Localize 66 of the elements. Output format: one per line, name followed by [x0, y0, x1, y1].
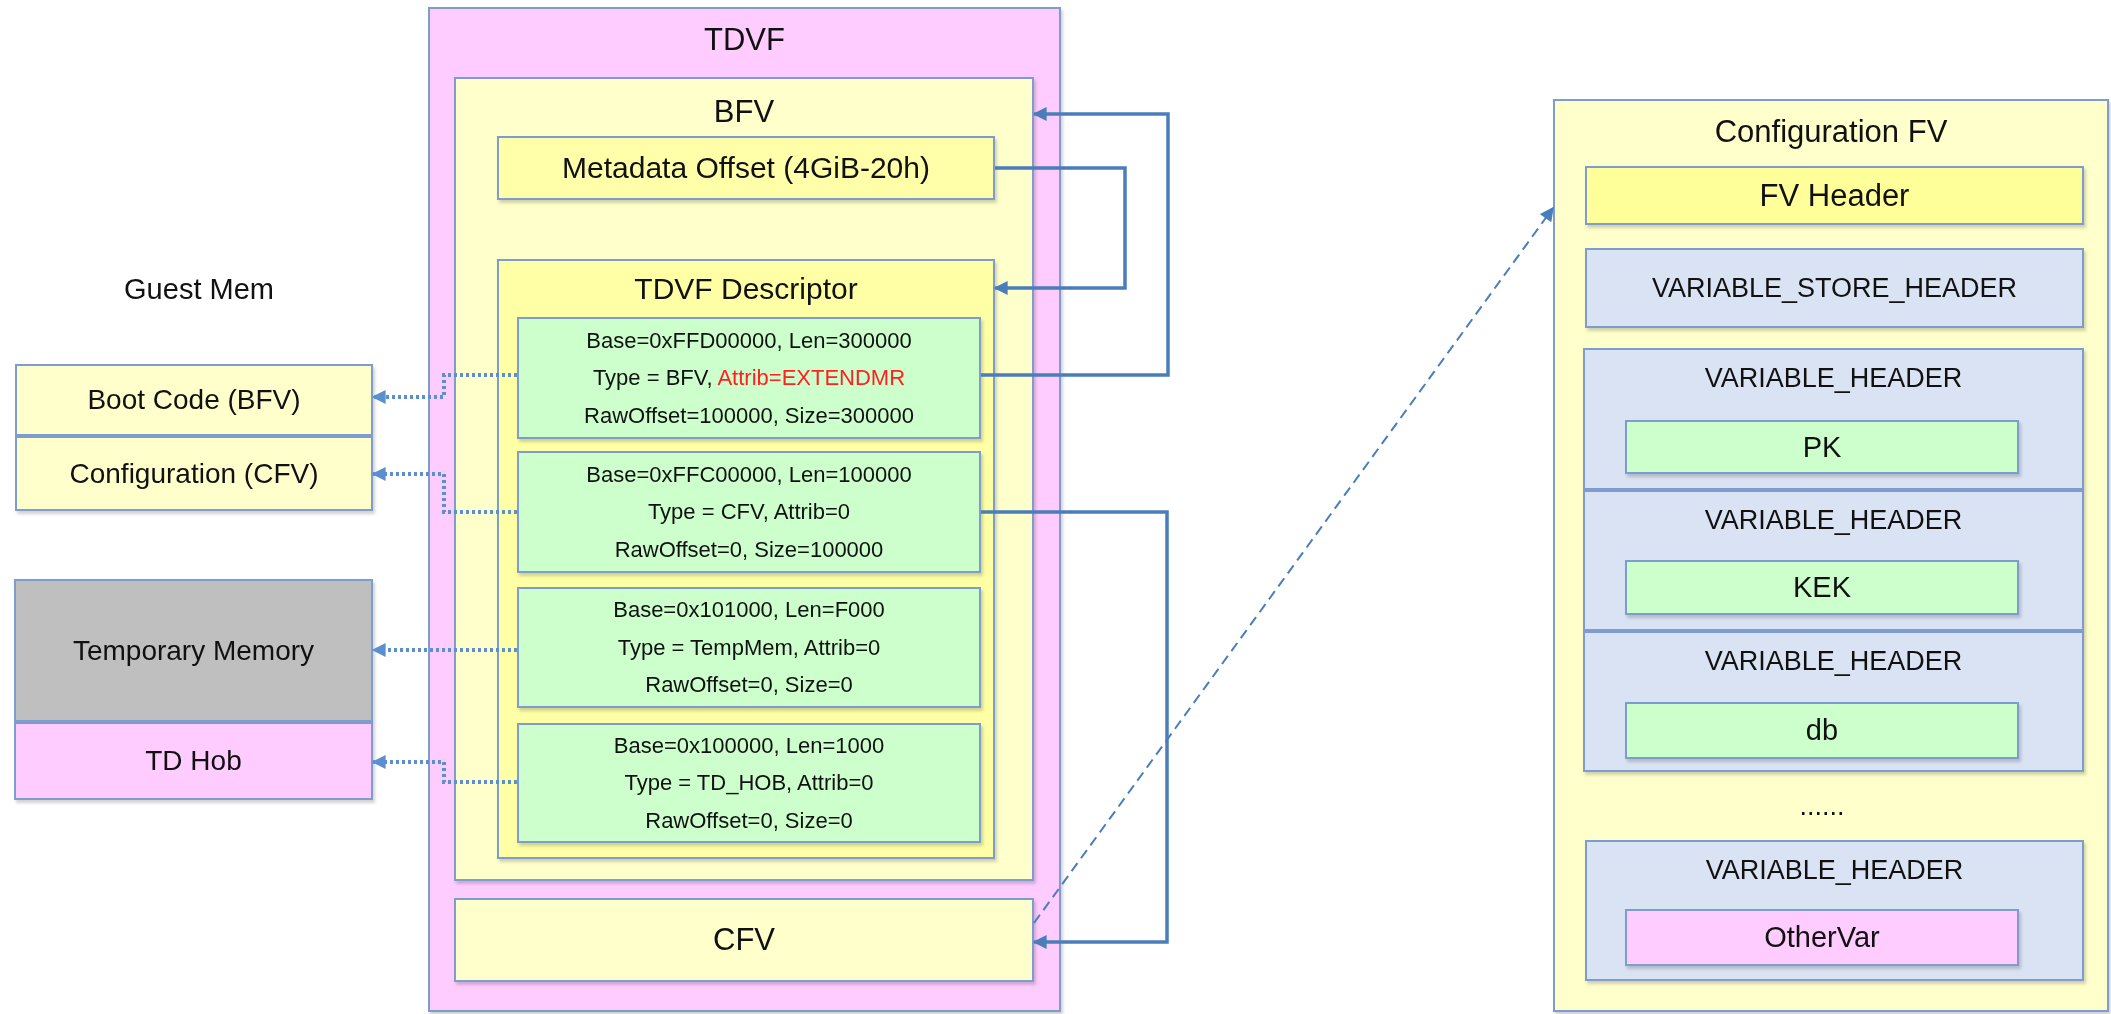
header-box	[1585, 166, 2084, 225]
entry-text: RawOffset=0, Size=0	[645, 671, 853, 700]
box-label: Metadata Offset (4GiB-20h)	[562, 150, 930, 186]
entry-text: Type = CFV, Attrib=0	[647, 498, 851, 527]
variable-box	[1583, 490, 2084, 631]
box-label: FV Header	[1759, 176, 1910, 215]
dashed-arrow	[371, 467, 517, 514]
box-label: Configuration FV	[1714, 113, 1948, 151]
variable-name-box	[1625, 702, 2019, 759]
box-label: Boot Code (BFV)	[87, 383, 301, 417]
ellipsis: ......	[1799, 790, 1845, 822]
entry-text: Type = TempMem, Attrib=0	[617, 633, 881, 662]
arrow	[981, 510, 1169, 949]
container-box	[428, 7, 1061, 1012]
entry-box	[517, 451, 981, 573]
entry-box	[517, 723, 981, 843]
box-label: TDVF Descriptor	[634, 271, 858, 307]
box-label: BFV	[713, 93, 775, 131]
box-label: VARIABLE_HEADER	[1705, 854, 1964, 887]
arrow	[993, 166, 1127, 295]
dashed-arrow	[1033, 206, 1554, 924]
variable-name-box	[1625, 420, 2019, 474]
box-label: Configuration (CFV)	[69, 456, 319, 491]
entry-text: Base=0x100000, Len=1000	[613, 731, 885, 760]
group-label: Guest Mem	[124, 272, 274, 306]
memory-box	[14, 579, 373, 722]
box-label: OtherVar	[1764, 920, 1880, 955]
entry-text: Base=0xFFC00000, Len=100000	[586, 460, 912, 489]
memory-box	[15, 364, 373, 436]
box-label: VARIABLE_HEADER	[1704, 362, 1963, 395]
region-box	[454, 898, 1034, 982]
header-box	[1585, 248, 2084, 328]
entry-text: RawOffset=100000, Size=300000	[584, 401, 914, 430]
box-label: db	[1805, 713, 1839, 748]
box-label: TD Hob	[145, 744, 242, 778]
entry-box	[517, 317, 981, 439]
entry-box	[517, 587, 981, 708]
box-label: VARIABLE_STORE_HEADER	[1651, 271, 2018, 305]
entry-text: Base=0x101000, Len=F000	[613, 596, 885, 625]
memory-box	[15, 436, 373, 511]
box-label: Temporary Memory	[72, 633, 315, 668]
box-label: TDVF	[704, 21, 785, 59]
arrow	[981, 107, 1170, 377]
entry-text: Type = BFV, Attrib=EXTENDMR	[592, 364, 906, 393]
box-label: KEK	[1793, 570, 1851, 605]
variable-name-box	[1625, 909, 2019, 966]
box-label: PK	[1802, 429, 1842, 465]
dashed-arrow	[371, 755, 517, 784]
dashed-arrow	[371, 373, 517, 404]
container-box	[1553, 99, 2109, 1012]
box-label: VARIABLE_HEADER	[1704, 504, 1963, 537]
variable-name-box	[1625, 560, 2019, 615]
dashed-arrow	[371, 643, 517, 657]
entry-text: RawOffset=0, Size=0	[645, 806, 853, 835]
memory-box	[14, 722, 373, 800]
box-label: VARIABLE_HEADER	[1704, 645, 1963, 678]
variable-box	[1583, 631, 2084, 772]
variable-box	[1585, 840, 2084, 981]
box-label: CFV	[713, 921, 775, 959]
entry-text: RawOffset=0, Size=100000	[614, 535, 884, 564]
variable-box	[1583, 348, 2084, 490]
container-box	[454, 77, 1034, 881]
entry-text: Type = TD_HOB, Attrib=0	[624, 769, 874, 798]
field-box	[497, 136, 995, 200]
entry-text: Base=0xFFD00000, Len=300000	[586, 326, 912, 355]
container-box	[497, 259, 995, 859]
